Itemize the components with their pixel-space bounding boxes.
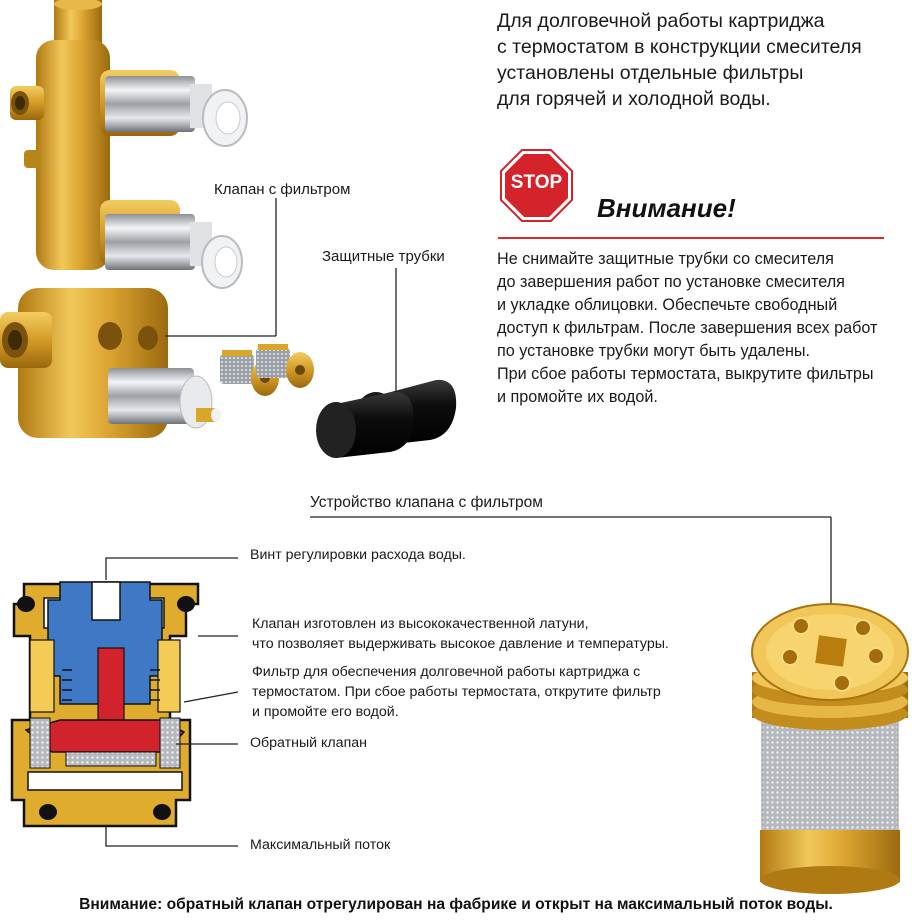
callout-filter: Фильтр для обеспечения долговечной работ… xyxy=(252,662,661,722)
warning-text: Не снимайте защитные трубки со смесителя… xyxy=(497,248,909,409)
label-protective-tubes: Защитные трубки xyxy=(322,248,445,265)
warning-line: по установке трубки могут быть удалены. xyxy=(497,342,811,360)
warning-line: и укладке облицовки. Обеспечьте свободны… xyxy=(497,296,838,314)
protective-tubes-illustration xyxy=(316,379,457,458)
warning-line: и промойте их водой. xyxy=(497,388,658,406)
filter-cartridge-large-illustration xyxy=(751,603,909,894)
callout-check-valve: Обратный клапан xyxy=(250,735,367,751)
callout-brass-line: Клапан изготовлен из высококачественной … xyxy=(252,616,589,632)
intro-paragraph: Для долговечной работы картриджа с термо… xyxy=(497,8,907,112)
label-valve-with-filter: Клапан с фильтром xyxy=(214,181,351,198)
bottom-note: Внимание: обратный клапан отрегулирован … xyxy=(79,896,833,913)
intro-line: Для долговечной работы картриджа xyxy=(497,10,825,32)
warning-divider xyxy=(498,237,884,239)
stop-sign-text: STOP xyxy=(510,172,563,193)
warning-line: до завершения работ по установке смесите… xyxy=(497,273,845,291)
callout-filter-line: Фильтр для обеспечения долговечной работ… xyxy=(252,664,641,680)
warning-line: Не снимайте защитные трубки со смесителя xyxy=(497,250,834,268)
callout-max-flow: Максимальный поток xyxy=(250,837,391,853)
label-device-title: Устройство клапана с фильтром xyxy=(310,494,543,511)
callout-filter-line: термостатом. При сбое работы термостата,… xyxy=(252,684,661,700)
filter-cartridges-illustration xyxy=(220,344,314,396)
callout-screw: Винт регулировки расхода воды. xyxy=(250,547,466,563)
warning-title: Внимание! xyxy=(597,193,736,223)
intro-line: с термостатом в конструкции смесителя xyxy=(497,36,862,58)
mixer-body-illustration xyxy=(0,0,248,438)
callout-brass: Клапан изготовлен из высококачественной … xyxy=(252,614,669,654)
section-leaders xyxy=(105,557,239,847)
stop-sign-icon xyxy=(500,149,573,222)
warning-line: При сбое работы термостата, выкрутите фи… xyxy=(497,365,874,383)
intro-line: установлены отдельные фильтры xyxy=(497,62,804,84)
callout-filter-line: и промойте его водой. xyxy=(252,704,399,720)
cross-section-diagram xyxy=(10,581,200,828)
callout-brass-line: что позволяет выдерживать высокое давлен… xyxy=(252,636,669,652)
intro-line: для горячей и холодной воды. xyxy=(497,88,771,110)
warning-line: доступ к фильтрам. После завершения всех… xyxy=(497,319,878,337)
